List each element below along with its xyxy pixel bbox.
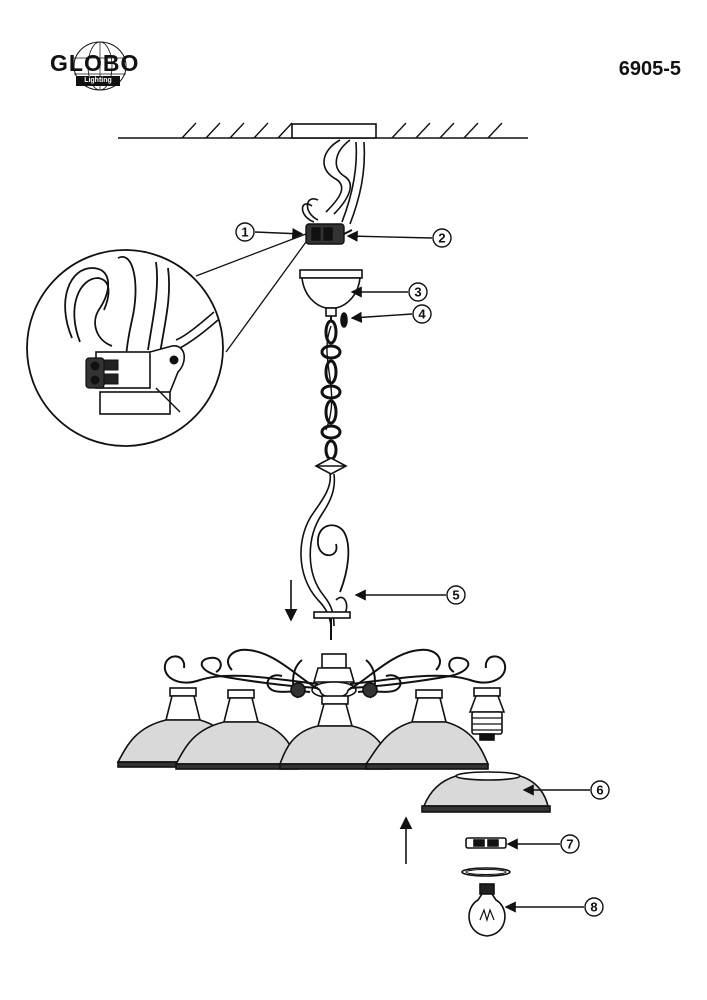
callout-4-number: 4 — [418, 307, 426, 322]
callout-5-number: 5 — [452, 588, 459, 603]
chain — [320, 316, 342, 461]
callout-6: 6 — [590, 780, 610, 800]
light-bulb-icon — [468, 883, 506, 937]
callout-3: 3 — [408, 282, 428, 302]
brand-logo: GLOBO Lighting — [44, 40, 156, 94]
callout-7: 7 — [560, 834, 580, 854]
ceiling — [118, 122, 528, 139]
callout-leaders — [254, 227, 590, 913]
callout-1: 1 — [235, 222, 255, 242]
terminal-block-part — [305, 223, 353, 245]
callout-6-number: 6 — [596, 783, 603, 798]
supply-cable — [301, 139, 366, 225]
callout-2: 2 — [432, 228, 452, 248]
brand-tagline: Lighting — [76, 76, 120, 86]
callout-markers: 1 2 3 4 5 6 7 — [235, 222, 610, 917]
scroll-rod-part — [300, 457, 351, 640]
shade-ring-part — [461, 837, 511, 877]
wiring-detail-view — [26, 233, 307, 447]
callout-8-number: 8 — [590, 900, 597, 915]
callout-1-number: 1 — [241, 225, 248, 240]
callout-4: 4 — [412, 304, 432, 324]
lamp-heads — [116, 687, 506, 770]
callout-8: 8 — [584, 897, 604, 917]
ceiling-canopy-part — [299, 269, 363, 328]
callout-3-number: 3 — [414, 285, 421, 300]
chandelier-body — [163, 648, 507, 699]
callout-5: 5 — [446, 585, 466, 605]
brand-name: GLOBO — [50, 50, 140, 76]
callout-2-number: 2 — [438, 231, 445, 246]
callout-7-number: 7 — [566, 837, 573, 852]
glass-shade-part — [421, 771, 551, 813]
model-number: 6905-5 — [618, 58, 681, 80]
